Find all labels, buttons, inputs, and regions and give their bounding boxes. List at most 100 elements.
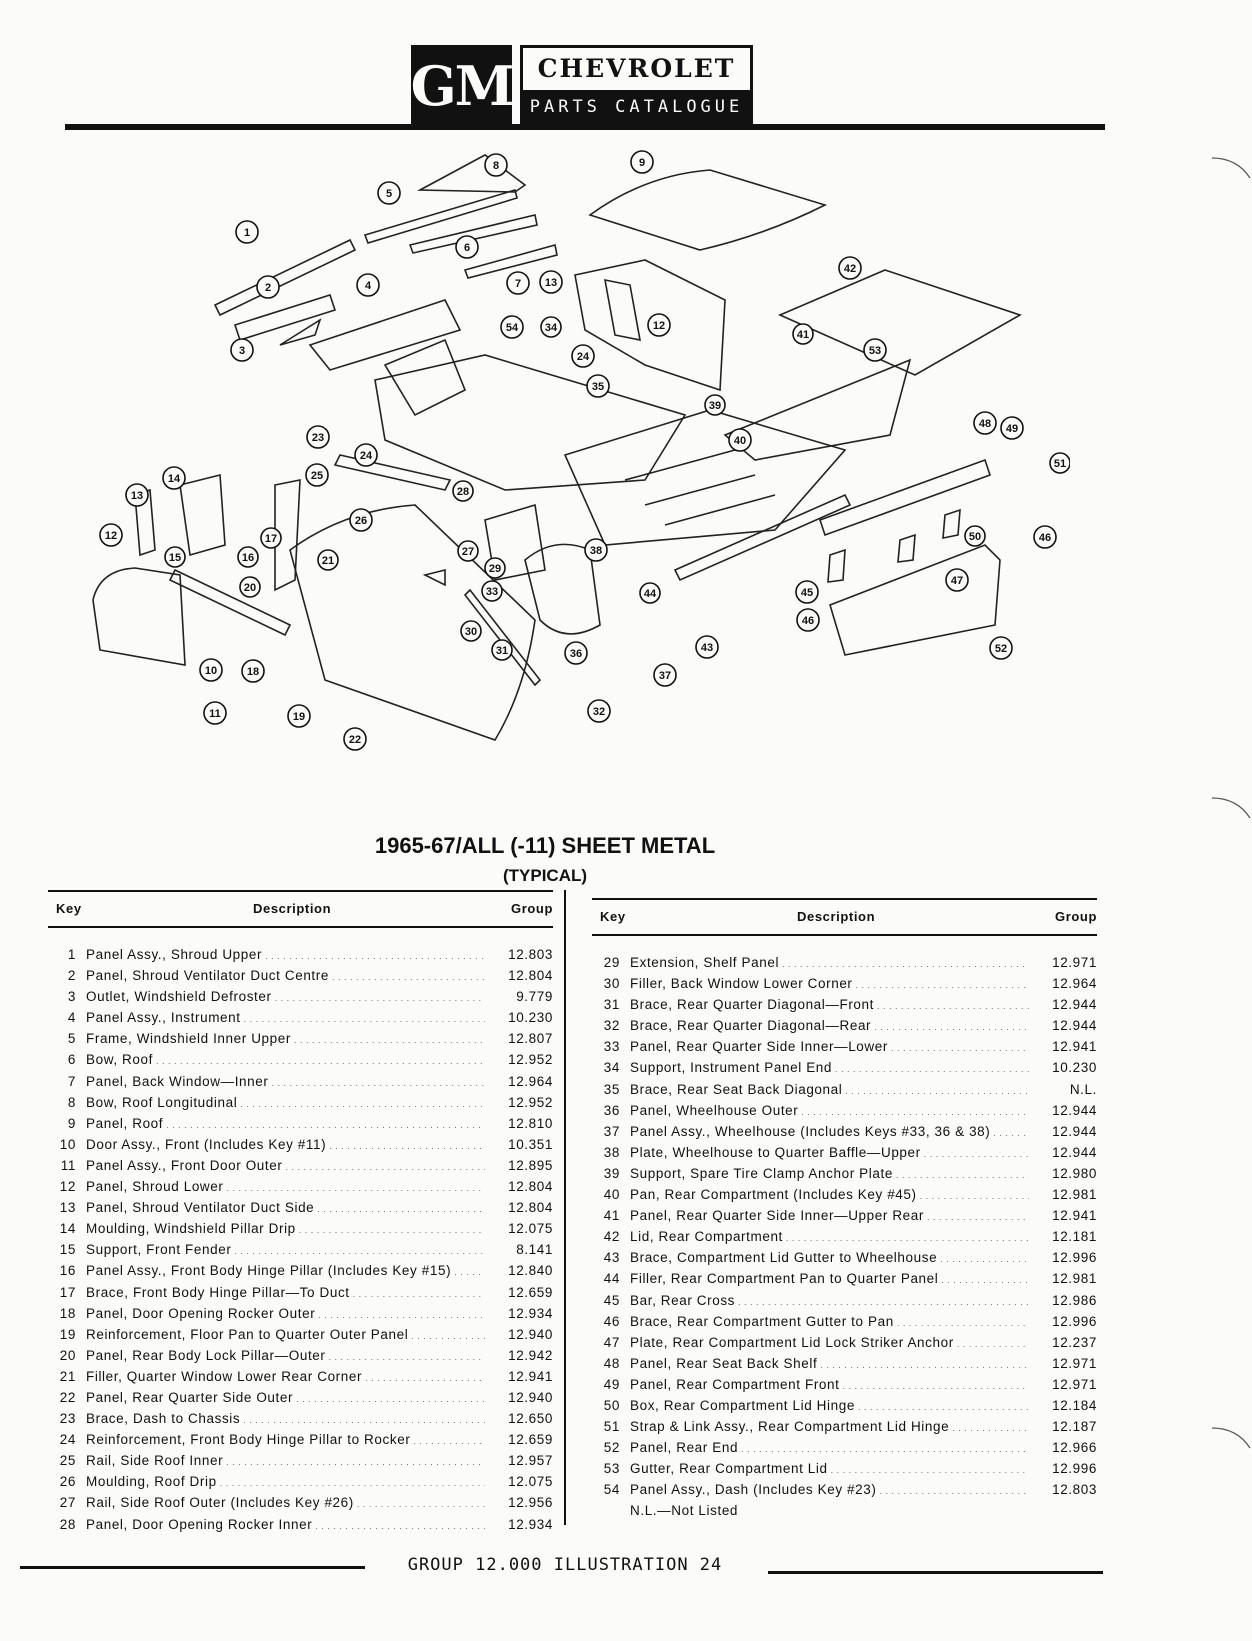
svg-text:8: 8 [493,160,499,172]
key-cell: 43 [603,1250,620,1266]
key-cell: 49 [603,1376,620,1392]
description-cell: Panel Assy., Wheelhouse (Includes Keys #… [630,1121,1029,1144]
key-cell: 1 [67,947,76,962]
group-cell: 12.944 [1052,1018,1097,1034]
key-cell: 22 [59,1389,76,1405]
group-cell: 12.804 [508,1179,553,1195]
svg-text:20: 20 [244,582,256,594]
description-cell: Panel, Wheelhouse Outer [630,1100,1029,1123]
description-cell: Panel, Shroud Ventilator Duct Centre [86,965,485,988]
svg-text:44: 44 [644,588,657,600]
key-cell: 36 [603,1102,620,1118]
key-cell: 40 [603,1187,620,1203]
table-row: 43 Brace, Compartment Lid Gutter to Wheel… [592,1247,1097,1268]
description-cell: Panel, Rear Seat Back Shelf [630,1353,1029,1376]
catalogue-banner: CHEVROLET PARTS CATALOGUE [520,45,753,127]
description-cell: Brace, Rear Quarter Diagonal—Rear [630,1015,1029,1038]
description-cell: Support, Front Fender [86,1239,485,1262]
group-cell: 12.944 [1052,1144,1097,1160]
group-cell: 12.956 [508,1495,553,1511]
callout-9: 9 [630,150,654,174]
callout-40: 40 [728,428,752,452]
key-cell: 54 [603,1482,620,1498]
key-cell: 3 [67,989,76,1005]
callout-25: 25 [305,463,329,487]
key-cell: 50 [603,1397,620,1413]
group-cell: 12.971 [1052,1376,1097,1392]
description-cell: Brace, Rear Compartment Gutter to Pan [630,1311,1029,1334]
callout-12a: 12 [647,313,671,337]
description-cell: Gutter, Rear Compartment Lid [630,1458,1029,1481]
callout-label: 1 [244,227,250,239]
key-cell: 53 [603,1461,620,1477]
description-cell: Panel, Back Window—Inner [86,1071,485,1094]
group-cell: 12.957 [508,1453,553,1469]
svg-text:41: 41 [797,329,809,341]
svg-text:23: 23 [312,432,324,444]
svg-text:51: 51 [1054,458,1066,470]
scan-edge-mark [1212,1427,1251,1449]
footer-caption: GROUP 12.000 ILLUSTRATION 24 [407,1555,723,1575]
key-cell: 20 [59,1347,76,1363]
svg-text:54: 54 [506,322,519,334]
callout-28: 28 [452,480,474,502]
callout-24b: 24 [354,443,378,467]
callout-30: 30 [460,620,482,642]
group-cell: 12.804 [508,968,553,984]
key-cell: 7 [67,1073,76,1089]
callout-46a: 46 [796,608,820,632]
key-cell: 21 [59,1368,76,1384]
callout-8: 8 [484,153,508,177]
group-cell: 9.779 [516,989,553,1005]
callout-23: 23 [306,425,330,449]
description-cell: Brace, Compartment Lid Gutter to Wheelho… [630,1247,1029,1270]
key-cell: 4 [67,1010,76,1026]
key-cell: 38 [603,1144,620,1160]
svg-text:36: 36 [570,648,582,660]
key-cell: 17 [59,1284,76,1300]
key-cell: 47 [603,1334,620,1350]
key-cell: 23 [59,1411,76,1427]
key-cell: 44 [603,1271,620,1287]
key-cell: 10 [59,1136,76,1152]
group-cell: 12.803 [508,947,553,962]
callout-14: 14 [162,466,186,490]
description-cell: Reinforcement, Floor Pan to Quarter Oute… [86,1324,485,1347]
key-cell: 35 [603,1081,620,1097]
key-cell: 12 [59,1179,76,1195]
svg-text:49: 49 [1006,423,1018,435]
svg-text:12: 12 [105,530,117,542]
group-cell: 12.971 [1052,1355,1097,1371]
description-cell: Frame, Windshield Inner Upper [86,1028,485,1051]
callout-5: 5 [377,181,401,205]
key-cell: 19 [59,1326,76,1342]
group-cell: 12.942 [508,1347,553,1363]
table-header-rule [48,926,553,928]
group-cell: 12.940 [508,1326,553,1342]
svg-text:25: 25 [311,470,323,482]
key-cell: 46 [603,1313,620,1329]
svg-text:53: 53 [869,345,881,357]
callout-39: 39 [704,394,726,416]
